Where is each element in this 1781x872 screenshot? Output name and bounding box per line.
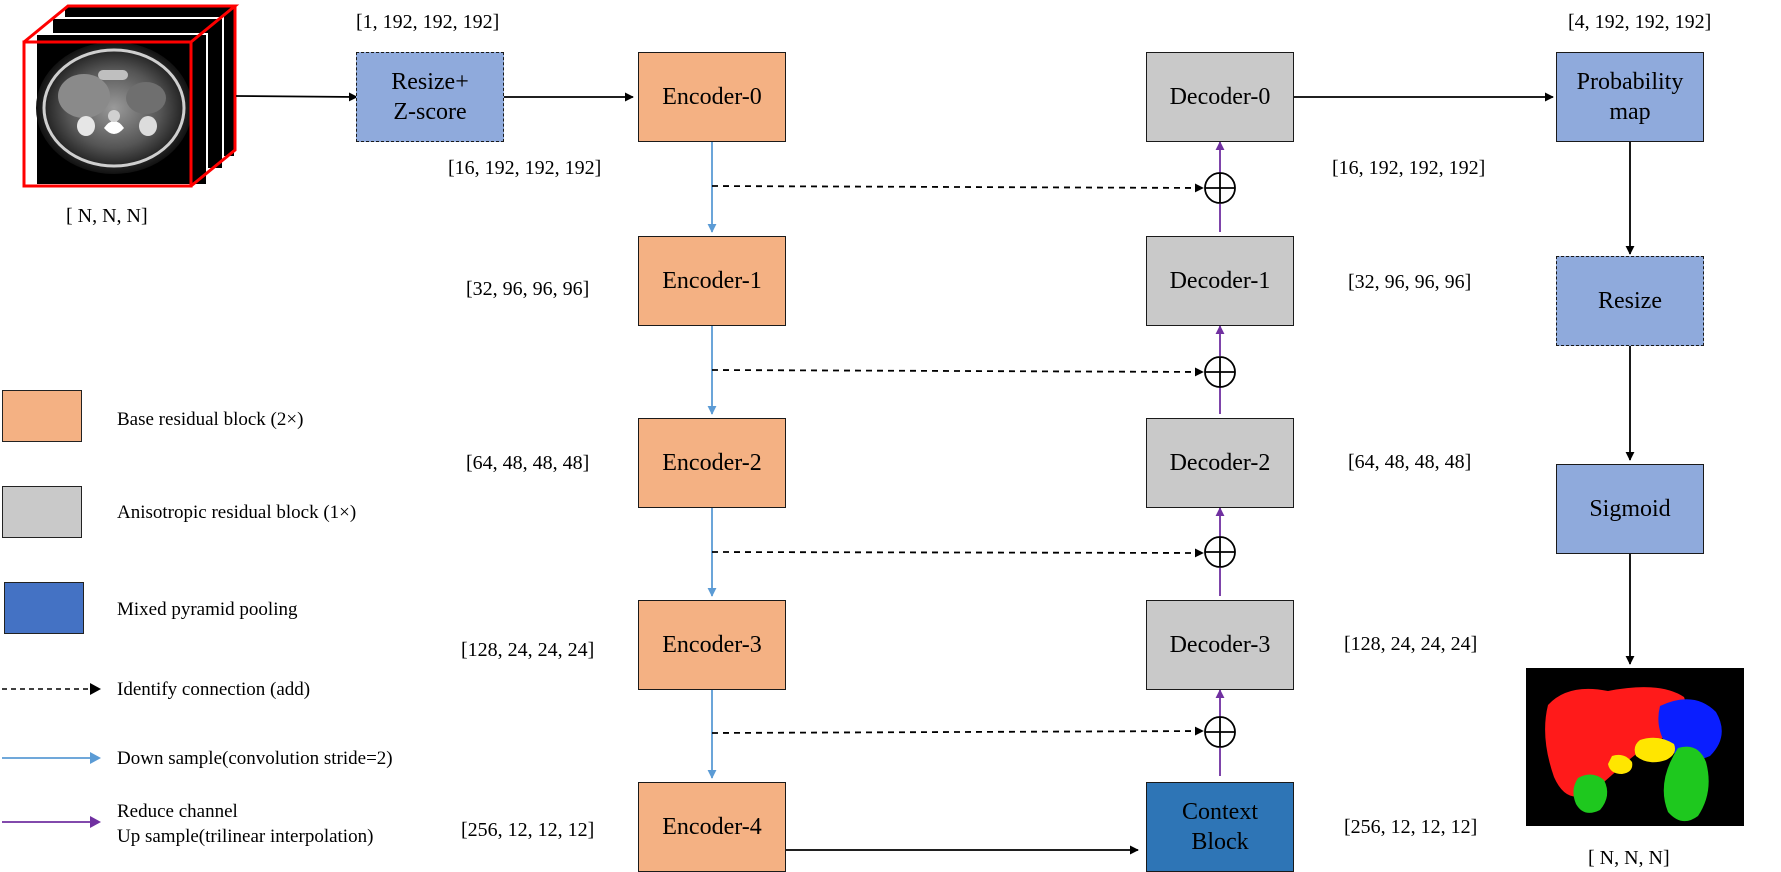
input-ct-volume: [22, 4, 240, 188]
add-node: [1204, 172, 1236, 204]
shape-label-encoder-0: [16, 192, 192, 192]: [448, 157, 602, 179]
encoder-0-box: Encoder-0: [638, 52, 786, 142]
legend-swatch-base-residual: [2, 390, 82, 442]
decoder-0-label: Decoder-0: [1169, 84, 1271, 110]
resize-label: Resize: [1598, 288, 1662, 314]
connector-lines: [235, 92, 1635, 855]
encoder-1-box: Encoder-1: [638, 236, 786, 326]
decoder-1-label: Decoder-1: [1169, 268, 1271, 294]
context-block-label: Context Block: [1182, 799, 1258, 855]
shape-label-decoder-1: [32, 96, 96, 96]: [1348, 271, 1472, 293]
sigmoid-label: Sigmoid: [1589, 496, 1671, 522]
shape-label-decoder-0: [16, 192, 192, 192]: [1332, 157, 1486, 179]
probability-map-label: Probability map: [1576, 69, 1684, 125]
add-node: [1204, 356, 1236, 388]
decoder-3-label: Decoder-3: [1169, 632, 1271, 658]
encoder-2-label: Encoder-2: [662, 450, 762, 476]
output-dims-label: [ N, N, N]: [1588, 847, 1670, 869]
encoder-1-label: Encoder-1: [662, 268, 762, 294]
encoder-3-label: Encoder-3: [662, 632, 762, 658]
shape-label-encoder-4: [256, 12, 12, 12]: [461, 819, 595, 841]
add-node: [1204, 536, 1236, 568]
resize-box: Resize: [1556, 256, 1704, 346]
decoder-3-box: Decoder-3: [1146, 600, 1294, 690]
shape-label-encoder-2: [64, 48, 48, 48]: [466, 452, 590, 474]
encoder-4-label: Encoder-4: [662, 814, 762, 840]
input-dims-label: [ N, N, N]: [66, 205, 148, 227]
decoder-2-label: Decoder-2: [1169, 450, 1271, 476]
shape-label-encoder-1: [32, 96, 96, 96]: [466, 278, 590, 300]
resize-zscore-label: Resize+ Z-score: [391, 69, 469, 125]
shape-label-encoder-3: [128, 24, 24, 24]: [461, 639, 595, 661]
legend-reduce-channel: Reduce channel: [117, 801, 238, 822]
probability-map-box: Probability map: [1556, 52, 1704, 142]
legend-identify-connection: Identify connection (add): [117, 679, 311, 700]
context-block-box: Context Block: [1146, 782, 1294, 872]
shape-label-decoder-3: [128, 24, 24, 24]: [1344, 633, 1478, 655]
decoder-2-box: Decoder-2: [1146, 418, 1294, 508]
decoder-1-box: Decoder-1: [1146, 236, 1294, 326]
legend-swatch-mixed-pyramid: [4, 582, 84, 634]
encoder-3-box: Encoder-3: [638, 600, 786, 690]
legend-anisotropic-residual: Anisotropic residual block (1×): [117, 502, 357, 523]
encoder-4-box: Encoder-4: [638, 782, 786, 872]
shape-label-decoder-2: [64, 48, 48, 48]: [1348, 451, 1472, 473]
legend-base-residual: Base residual block (2×): [117, 409, 304, 430]
sigmoid-box: Sigmoid: [1556, 464, 1704, 554]
decoder-0-box: Decoder-0: [1146, 52, 1294, 142]
legend-arrow-glyphs: [2, 683, 101, 828]
encoder-2-box: Encoder-2: [638, 418, 786, 508]
resize-zscore-box: Resize+ Z-score: [356, 52, 504, 142]
output-segmentation-image: [1526, 668, 1744, 826]
shape-label-probability-map: [4, 192, 192, 192]: [1568, 11, 1712, 33]
legend-down-sample: Down sample(convolution stride=2): [117, 748, 393, 769]
shape-label-context: [256, 12, 12, 12]: [1344, 816, 1478, 838]
encoder-0-label: Encoder-0: [662, 84, 762, 110]
legend-swatch-anisotropic-residual: [2, 486, 82, 538]
legend-mixed-pyramid: Mixed pyramid pooling: [117, 599, 298, 620]
shape-label-preprocess: [1, 192, 192, 192]: [356, 11, 500, 33]
add-node: [1204, 716, 1236, 748]
legend-up-sample: Up sample(trilinear interpolation): [117, 826, 374, 847]
